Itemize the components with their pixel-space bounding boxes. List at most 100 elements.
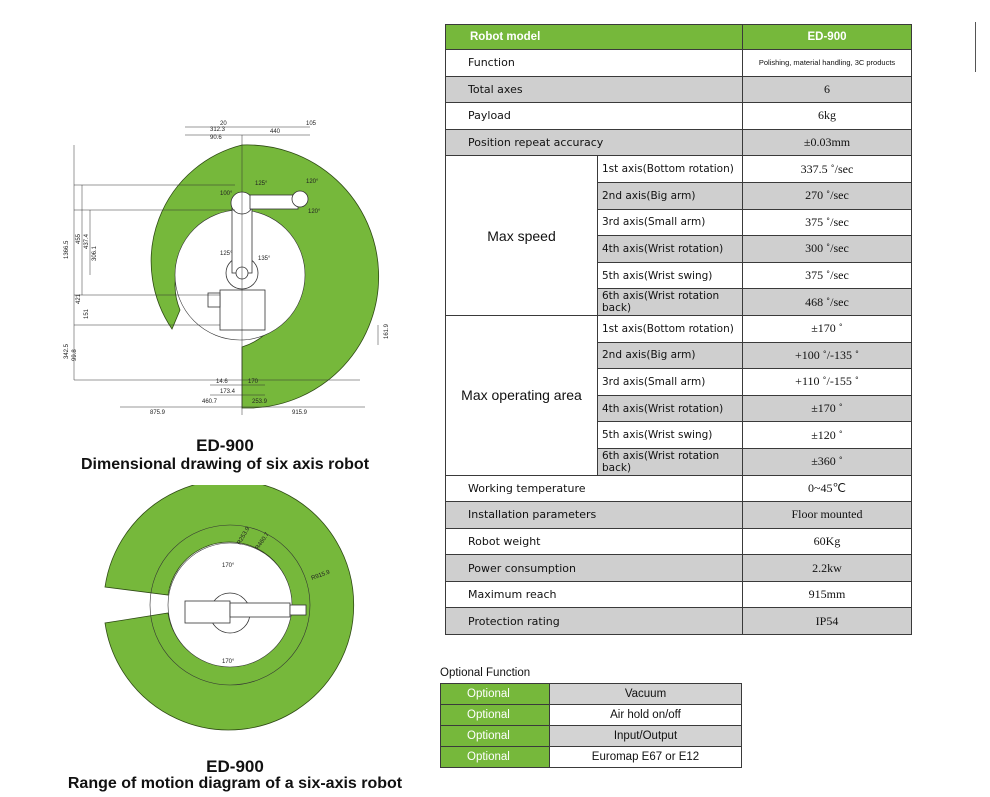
table-row: Max operating area 1st axis(Bottom rotat… [445, 314, 912, 476]
optional-label-1: Optional [440, 683, 550, 705]
speed-value-4: 300 ˚/sec [742, 235, 912, 263]
dim-left3: 437.4 [84, 233, 90, 249]
speed-value-2: 270 ˚/sec [742, 181, 912, 210]
power-label: Power consumption [445, 554, 743, 582]
dim-left7: 342.5 [64, 343, 70, 359]
protection-value: IP54 [742, 607, 912, 636]
weight-value: 60Kg [742, 527, 912, 556]
speed-value-5: 375 ˚/sec [742, 261, 912, 290]
area-value-1: ±170 ˚ [742, 314, 912, 343]
reach-circle [149, 524, 311, 686]
table-row: Protection rating IP54 [445, 607, 912, 636]
working-temp-value: 0~45℃ [742, 474, 912, 503]
area-axis-1: 1st axis(Bottom rotation) [597, 314, 743, 343]
table-row: 4th axis(Wrist rotation) 300 ˚/sec [446, 235, 912, 263]
area-axis-4: 4th axis(Wrist rotation) [597, 394, 743, 423]
header-label: Robot model [445, 24, 743, 50]
area-value-6: ±360 ˚ [742, 447, 912, 476]
optional-value-3: Input/Output [549, 725, 742, 747]
table-row: Total axes 6 [445, 75, 912, 104]
area-axis-5: 5th axis(Wrist swing) [597, 421, 743, 449]
area-value-4: ±170 ˚ [742, 394, 912, 423]
dimension-lines [73, 126, 379, 415]
working-temp-label: Working temperature [445, 474, 743, 503]
area-value-3: +110 ˚/-155 ˚ [742, 368, 912, 396]
table-row: Working temperature 0~45℃ [445, 474, 912, 503]
speed-axis-6: 6th axis(Wrist rotation back) [597, 288, 743, 316]
table-row: Robot weight 60Kg [445, 527, 912, 556]
power-value: 2.2kw [742, 554, 912, 582]
area-value-5: ±120 ˚ [742, 421, 912, 449]
reach-label: Maximum reach [445, 580, 743, 609]
dim-left2: 455 [76, 233, 82, 244]
table-row: 3rd axis(Small arm) 375 ˚/sec [446, 208, 912, 237]
dim-left1: 1366.5 [64, 240, 70, 259]
dim-r2: 125° [255, 181, 268, 187]
table-row: 5th axis(Wrist swing) 375 ˚/sec [446, 261, 912, 290]
max-speed-label: Max speed [445, 155, 598, 316]
area-axis-3: 3rd axis(Small arm) [597, 368, 743, 396]
spec-table: Robot model ED-900 Function Polishing, m… [445, 24, 912, 636]
speed-axis-4: 4th axis(Wrist rotation) [597, 235, 743, 263]
payload-value: 6kg [742, 102, 912, 130]
weight-label: Robot weight [445, 527, 743, 556]
repeat-accuracy-value: ±0.03mm [742, 128, 912, 157]
drawing2-model: ED-900 [206, 757, 264, 776]
dim-bot7: 915.9 [292, 410, 308, 416]
dim-top5: 90.6 [210, 135, 222, 141]
dim-r1: 100° [220, 191, 233, 197]
header-value: ED-900 [742, 24, 912, 50]
speed-axis-5: 5th axis(Wrist swing) [597, 261, 743, 290]
payload-label: Payload [445, 102, 743, 130]
table-row: Optional Vacuum [440, 683, 742, 705]
area-axis-2: 2nd axis(Big arm) [597, 341, 743, 370]
table-row: Max speed 1st axis(Bottom rotation) 337.… [445, 155, 912, 316]
dim-top3: 105 [306, 121, 317, 127]
robot-top-view [184, 592, 307, 634]
dim-left6: 151 [84, 308, 90, 319]
drawing1-caption: Dimensional drawing of six axis robot [80, 456, 370, 473]
repeat-accuracy-label: Position repeat accuracy [445, 128, 743, 157]
installation-value: Floor mounted [742, 501, 912, 529]
table-row: Maximum reach 915mm [445, 580, 912, 609]
speed-axis-1: 1st axis(Bottom rotation) [597, 155, 743, 183]
table-row: Function Polishing, material handling, 3… [445, 49, 912, 77]
optional-function-table: Optional Vacuum Optional Air hold on/off… [440, 683, 742, 768]
speed-value-1: 337.5 ˚/sec [742, 155, 912, 183]
drawing1-model: ED-900 [196, 436, 254, 455]
dim-bot3: 173.4 [220, 389, 236, 395]
area-axis-6: 6th axis(Wrist rotation back) [597, 447, 743, 476]
dim-left4: 306.1 [92, 245, 98, 261]
motion-a2: 170° [222, 659, 235, 665]
optional-value-1: Vacuum [549, 683, 742, 705]
dimensional-drawing: 20 440 105 312.3 90.6 1366.5 455 437.4 3… [64, 121, 390, 416]
dim-top2: 440 [270, 129, 281, 135]
table-row: Payload 6kg [445, 102, 912, 130]
optional-value-2: Air hold on/off [549, 704, 742, 726]
total-axes-value: 6 [742, 75, 912, 104]
optional-function-title: Optional Function [440, 667, 531, 679]
dim-top1: 20 [220, 121, 227, 127]
function-value: Polishing, material handling, 3C product… [742, 49, 912, 77]
installation-label: Installation parameters [445, 501, 743, 529]
dim-r4: 120° [308, 209, 321, 215]
optional-value-4: Euromap E67 or E12 [549, 746, 742, 768]
motion-a1: 170° [222, 563, 235, 569]
range-of-motion-drawing: R253.9 R460.7 R915.9 170° 170° [104, 485, 355, 731]
speed-value-6: 468 ˚/sec [742, 288, 912, 316]
dim-bot1: 14.6 [216, 379, 228, 385]
dim-r6: 135° [258, 256, 271, 262]
optional-label-4: Optional [440, 746, 550, 768]
max-area-label: Max operating area [445, 314, 598, 476]
area-value-2: +100 ˚/-135 ˚ [742, 341, 912, 370]
table-row: 4th axis(Wrist rotation) ±170 ˚ [446, 394, 912, 423]
table-row: Power consumption 2.2kw [445, 554, 912, 582]
page-edge-line [975, 22, 976, 72]
speed-axis-3: 3rd axis(Small arm) [597, 208, 743, 237]
optional-label-3: Optional [440, 725, 550, 747]
function-label: Function [445, 49, 743, 77]
table-row: 2nd axis(Big arm) +100 ˚/-135 ˚ [446, 341, 912, 370]
dim-bot2: 170 [248, 379, 259, 385]
total-axes-label: Total axes [445, 75, 743, 104]
dim-r5: 125° [220, 251, 233, 257]
